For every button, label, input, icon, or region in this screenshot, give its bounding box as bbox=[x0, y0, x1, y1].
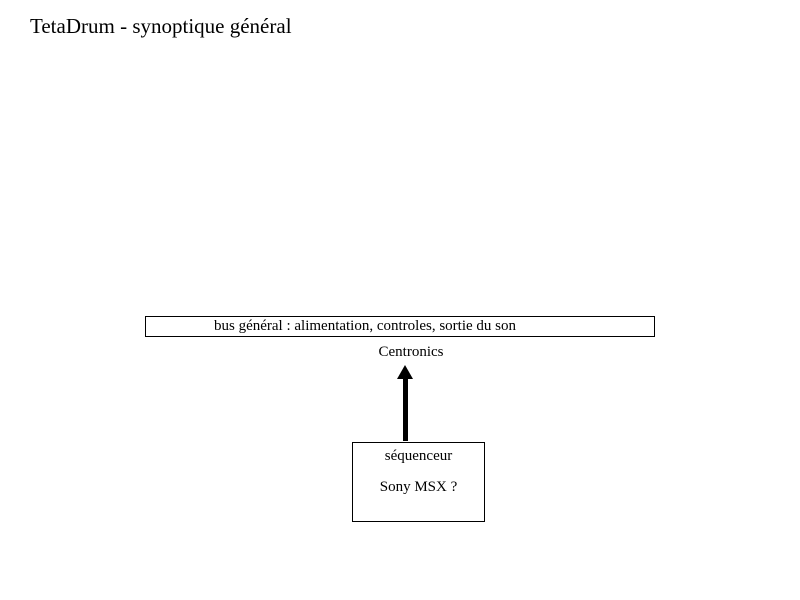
centronics-port-label: Centronics bbox=[378, 344, 444, 360]
arrow-up-icon bbox=[397, 365, 413, 379]
sequencer-role-label: séquenceur bbox=[384, 448, 453, 464]
bus-node bbox=[145, 316, 655, 337]
connector-line bbox=[403, 377, 408, 441]
page-title: TetaDrum - synoptique général bbox=[30, 14, 292, 38]
bus-label: bus général : alimentation, controles, s… bbox=[213, 318, 516, 334]
sequencer-device-label: Sony MSX ? bbox=[379, 479, 458, 495]
sequencer-node: séquenceur Sony MSX ? bbox=[352, 442, 485, 522]
